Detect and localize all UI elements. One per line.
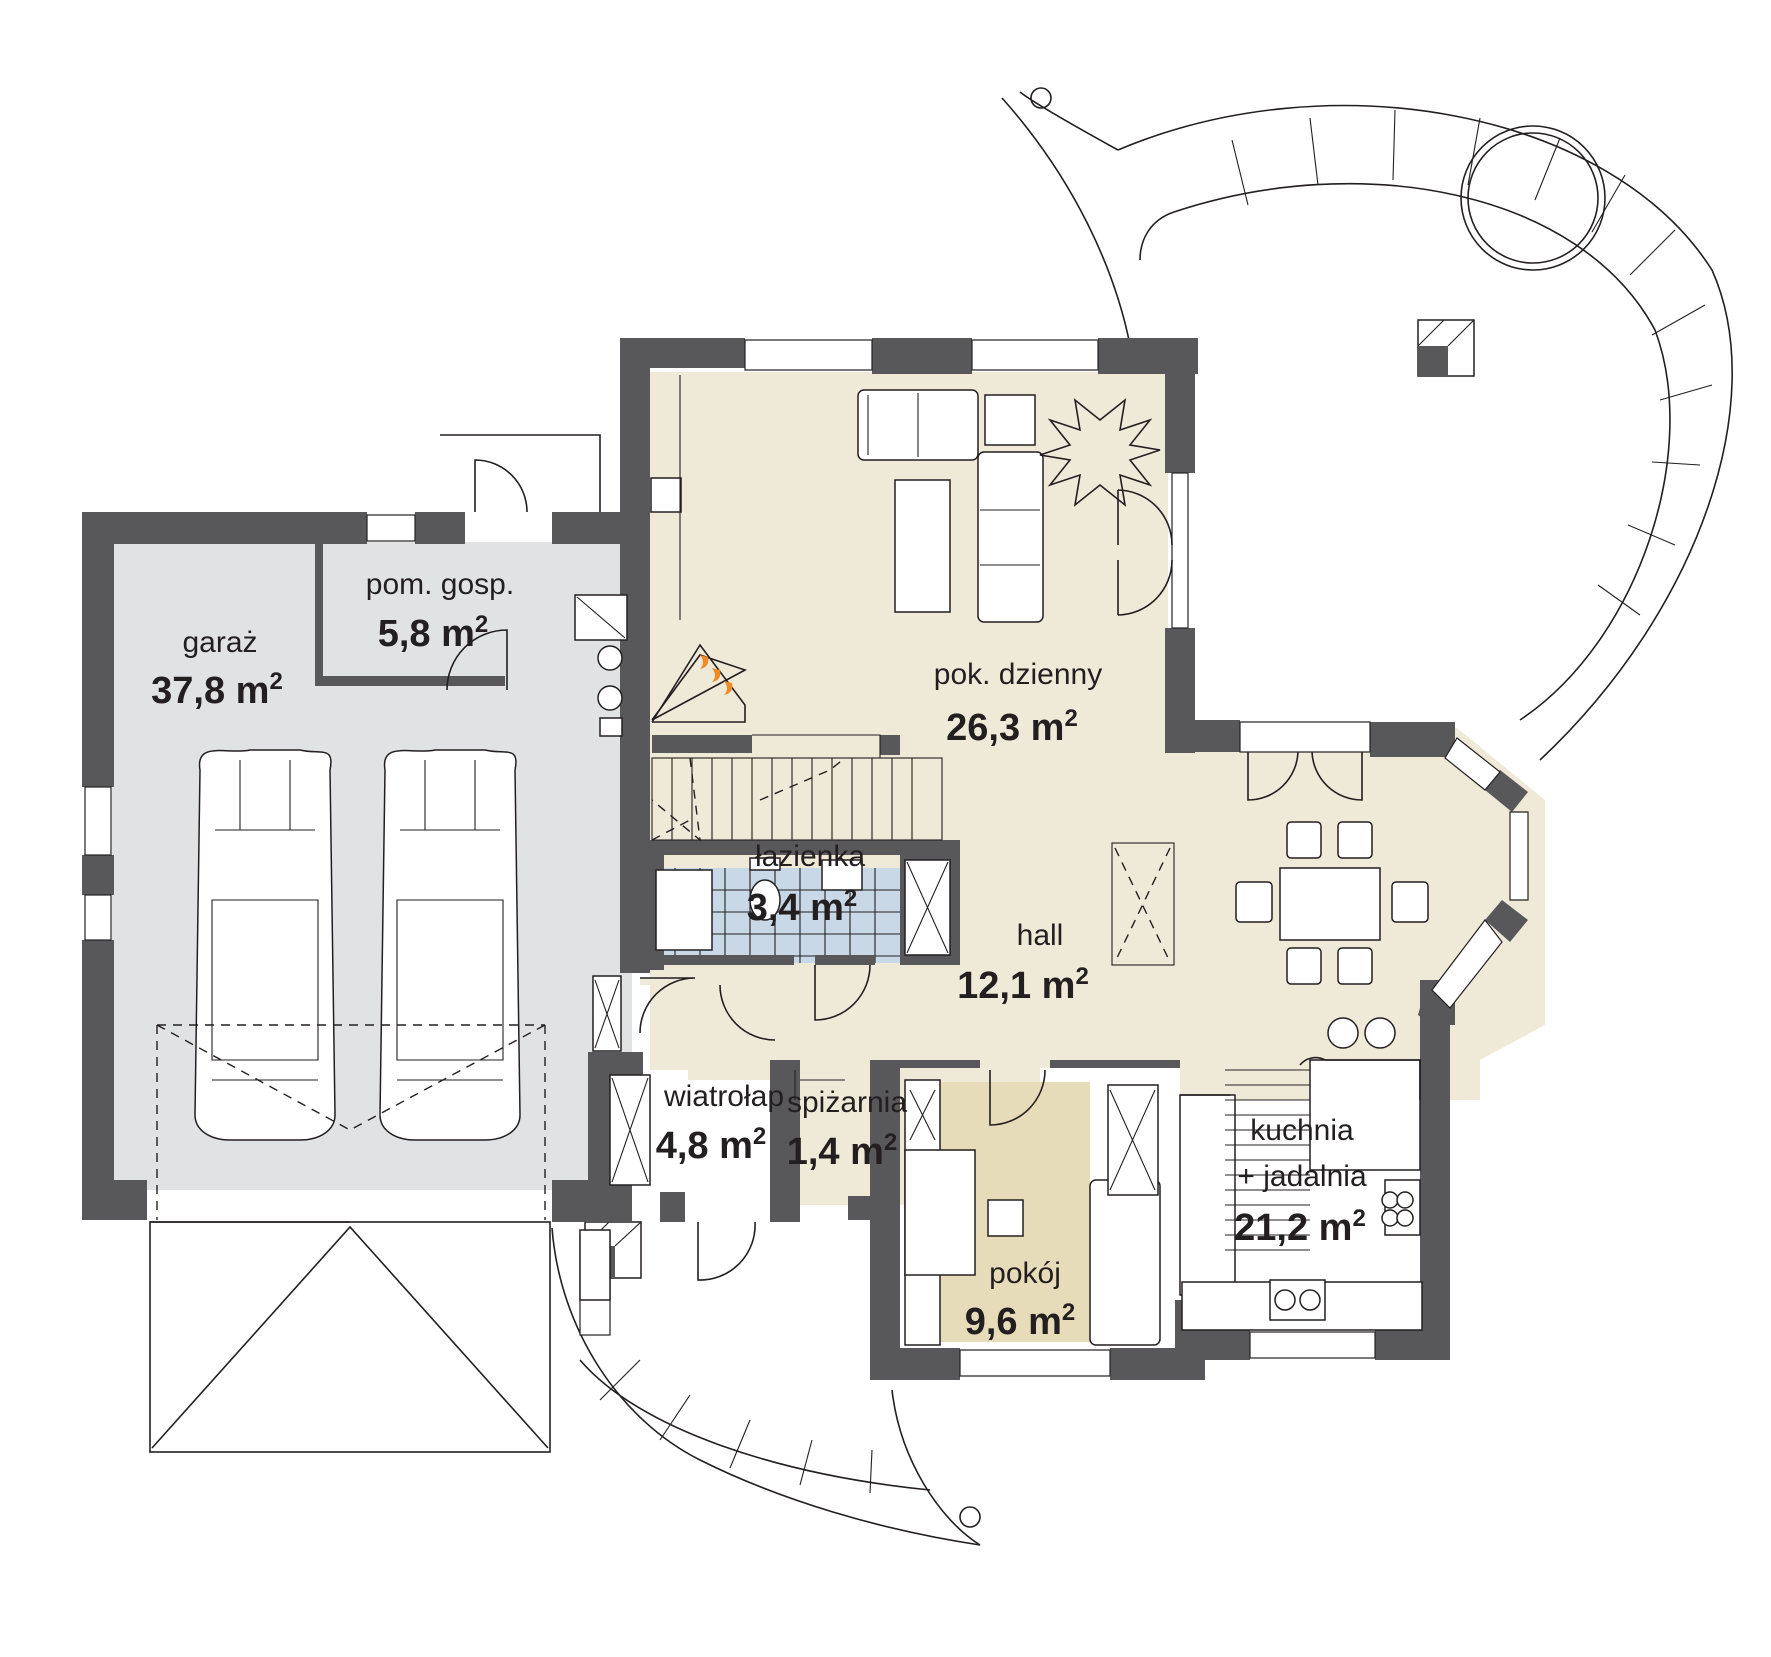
room-area-unit-superscript: 2: [475, 611, 488, 638]
doors: [440, 434, 1363, 1281]
room-area-value: 9,6 m: [965, 1301, 1062, 1343]
garage-door-swing: [156, 1024, 546, 1220]
wardrobes: [579, 859, 951, 1301]
room-area-unit-superscript: 2: [753, 1123, 766, 1150]
room-name-wiatrolap: wiatrołap: [663, 1080, 784, 1113]
kitchen-furniture: [1179, 1017, 1423, 1331]
room-area-unit-superscript: 2: [844, 885, 857, 912]
fireplace: [650, 375, 746, 723]
room-area-unit-superscript: 2: [269, 668, 282, 695]
car-left: [194, 749, 336, 1141]
living-furniture: [857, 389, 1161, 623]
room-name-pok-dzienny: pok. dzienny: [934, 658, 1102, 691]
room-name-lazienka: łazienka: [755, 840, 865, 873]
room-area-value: 37,8 m: [151, 670, 269, 712]
room-area-unit-superscript: 2: [1352, 1205, 1365, 1232]
room-area-pom-gosp: 5,8 m2: [378, 611, 489, 655]
room-name-kuchnia: kuchnia: [1250, 1114, 1354, 1147]
room-area-value: 4,8 m: [656, 1125, 753, 1167]
room-name-spizarnia: spiżarnia: [787, 1086, 907, 1119]
room-area-unit-superscript: 2: [884, 1129, 897, 1156]
room-area-hall: 12,1 m2: [957, 963, 1089, 1007]
bathroom-fixtures: [655, 857, 863, 951]
room-name-pokoj: pokój: [989, 1257, 1061, 1290]
stairs: [651, 654, 943, 842]
room-area-value: 1,4 m: [787, 1131, 884, 1173]
room-name-garaz: garaż: [182, 626, 257, 659]
room-area-value: 3,4 m: [747, 887, 844, 929]
room-area-value: 26,3 m: [946, 707, 1064, 749]
room-area-value: 5,8 m: [378, 613, 475, 655]
windows: [84, 339, 1529, 1377]
room-area-wiatrolap: 4,8 m2: [656, 1123, 767, 1167]
garage-apron: [149, 1221, 551, 1453]
car-right: [379, 749, 521, 1141]
room-area-kuchnia: 21,2 m2: [1234, 1205, 1366, 1249]
room-area-value: 12,1 m: [957, 965, 1075, 1007]
room-name2-kuchnia: + jadalnia: [1237, 1160, 1367, 1193]
room-area-unit-superscript: 2: [1075, 963, 1088, 990]
room-name-hall: hall: [1017, 919, 1064, 952]
dining-furniture: [1111, 821, 1429, 985]
room-area-spizarnia: 1,4 m2: [787, 1129, 898, 1173]
chimney: [1417, 319, 1475, 377]
room-area-pokoj: 9,6 m2: [965, 1299, 1076, 1343]
room-area-lazienka: 3,4 m2: [747, 885, 858, 929]
room-area-value: 21,2 m: [1234, 1207, 1352, 1249]
room-area-unit-superscript: 2: [1062, 1299, 1075, 1326]
room-area-pok-dzienny: 26,3 m2: [946, 705, 1078, 749]
terrace-back: [1001, 87, 1733, 761]
room-area-unit-superscript: 2: [1064, 705, 1077, 732]
utility-appliances: [574, 594, 628, 737]
room-furniture: [904, 1079, 1161, 1346]
room-name-pom-gosp: pom. gosp.: [366, 568, 514, 601]
room-area-garaz: 37,8 m2: [151, 668, 283, 712]
